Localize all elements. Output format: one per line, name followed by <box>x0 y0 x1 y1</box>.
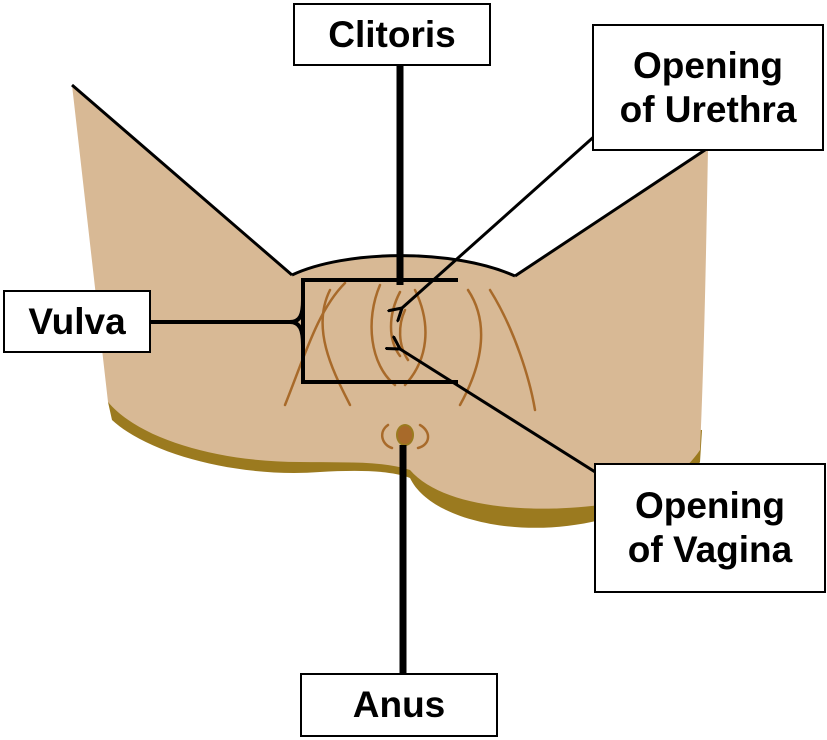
clitoris-label-box: Clitoris <box>293 3 491 66</box>
urethra-label: Opening of Urethra <box>620 44 797 131</box>
vagina-label-box: Opening of Vagina <box>594 463 826 593</box>
anus-label: Anus <box>353 683 446 727</box>
vulva-label: Vulva <box>28 300 125 344</box>
urethra-label-box: Opening of Urethra <box>592 24 824 151</box>
anus-mark <box>397 425 413 445</box>
vulva-label-box: Vulva <box>3 290 151 353</box>
vagina-label: Opening of Vagina <box>628 484 792 571</box>
anus-label-box: Anus <box>300 673 498 737</box>
clitoris-label: Clitoris <box>328 13 455 57</box>
